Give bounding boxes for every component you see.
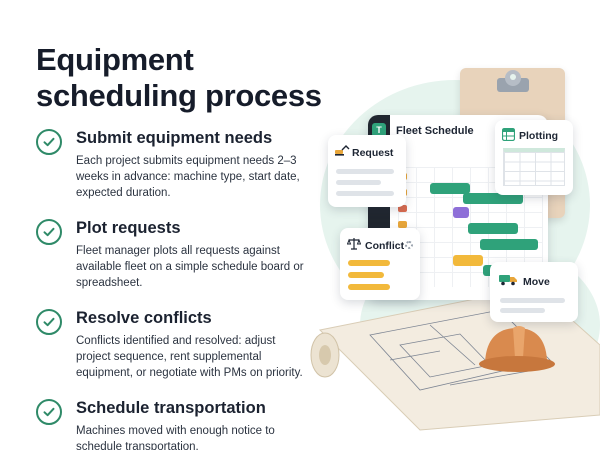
- step-item: Resolve conflicts Conflicts identified a…: [36, 308, 306, 381]
- step-item: Plot requests Fleet manager plots all re…: [36, 218, 306, 291]
- placeholder-line: [336, 191, 394, 196]
- machine-icon: [398, 205, 407, 212]
- step-description: Machines moved with enough notice to sch…: [76, 425, 275, 450]
- move-label: Move: [523, 276, 550, 288]
- excavator-icon: [335, 145, 350, 156]
- checkmark-icon: [36, 399, 62, 425]
- conflict-bar: [348, 284, 390, 290]
- page-title: Equipment scheduling process: [36, 42, 322, 113]
- spreadsheet-icon: [502, 128, 515, 141]
- placeholder-line: [500, 298, 565, 303]
- step-item: Schedule transportation Machines moved w…: [36, 398, 306, 450]
- step-title: Plot requests: [76, 219, 181, 237]
- scales-icon: [347, 238, 361, 250]
- conflict-bar: [348, 272, 384, 278]
- conflict-card: Conflict: [340, 228, 420, 300]
- step-item: Submit equipment needs Each project subm…: [36, 128, 306, 201]
- checkmark-icon: [36, 129, 62, 155]
- conflict-label: Conflict: [365, 240, 405, 252]
- fleet-schedule-title: Fleet Schedule: [396, 125, 474, 137]
- hard-hat-icon: [479, 326, 555, 372]
- schedule-bar: [463, 193, 523, 204]
- steps-list: Submit equipment needs Each project subm…: [36, 128, 306, 450]
- plotting-label: Plotting: [519, 130, 559, 142]
- step-title: Schedule transportation: [76, 399, 266, 417]
- step-title: Resolve conflicts: [76, 309, 212, 327]
- truck-icon: [499, 275, 517, 286]
- placeholder-line: [336, 169, 394, 174]
- conflict-bar: [348, 260, 390, 266]
- placeholder-line: [336, 180, 381, 185]
- schedule-bar: [468, 223, 518, 234]
- step-description: Fleet manager plots all requests against…: [76, 245, 304, 289]
- step-title: Submit equipment needs: [76, 129, 273, 147]
- schedule-bar-conflict: [453, 207, 469, 218]
- scheduling-illustration: T Fleet Schedule Request: [300, 40, 600, 450]
- plotting-card: Plotting: [495, 120, 573, 195]
- move-card: Move: [490, 262, 578, 322]
- app-logo: T: [372, 123, 386, 137]
- schedule-bar-pending: [453, 255, 483, 266]
- schedule-bar: [480, 239, 538, 250]
- mini-spreadsheet: [503, 148, 565, 186]
- request-card: Request: [328, 135, 406, 207]
- clipboard-clip-icon: [497, 70, 529, 92]
- request-label: Request: [352, 147, 394, 159]
- step-description: Each project submits equipment needs 2–3…: [76, 155, 300, 199]
- step-description: Conflicts identified and resolved: adjus…: [76, 335, 303, 379]
- machine-icon: [398, 221, 407, 228]
- schedule-bar: [430, 183, 470, 194]
- gear-icon: [405, 241, 413, 249]
- checkmark-icon: [36, 219, 62, 245]
- checkmark-icon: [36, 309, 62, 335]
- placeholder-line: [500, 308, 545, 313]
